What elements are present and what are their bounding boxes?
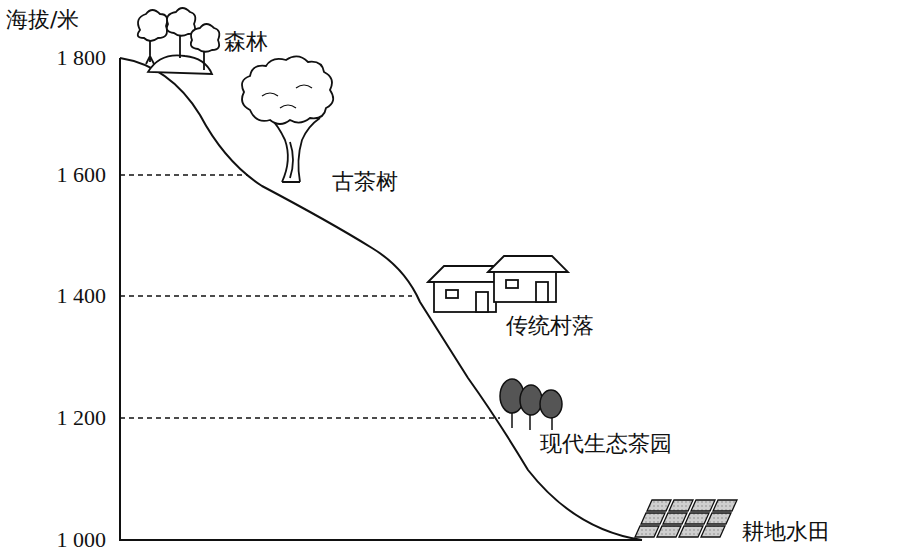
tick-label: 1 800 (57, 47, 107, 69)
tea-garden-icon (500, 379, 562, 430)
paddy-field-icon (635, 500, 737, 537)
paddy-cell (701, 526, 725, 537)
paddy-cell (647, 500, 671, 511)
paddy-cell (691, 500, 715, 511)
village-houses-icon (428, 256, 568, 312)
paddy-cell (641, 513, 665, 524)
tick-label: 1 600 (57, 164, 107, 186)
tick-label: 1 200 (57, 407, 107, 429)
base-line (119, 539, 642, 541)
zone-label: 耕地水田 (742, 521, 830, 543)
altitude-axis (119, 58, 121, 541)
slope-profile (120, 58, 642, 540)
tick-label: 1 400 (57, 285, 107, 307)
zone-label: 古茶树 (332, 171, 398, 193)
paddy-cell (635, 526, 659, 537)
paddy-cell (657, 526, 681, 537)
paddy-cell (707, 513, 731, 524)
tick-label: 1 000 (57, 529, 107, 551)
paddy-cell (663, 513, 687, 524)
forest-icon (138, 8, 220, 74)
zone-label: 森林 (224, 31, 268, 53)
altitude-dashes (120, 175, 500, 418)
zone-label: 现代生态茶园 (540, 433, 672, 455)
axis-title: 海拔/米 (6, 9, 79, 31)
zone-label: 传统村落 (506, 315, 594, 337)
paddy-cell (713, 500, 737, 511)
paddy-cell (679, 526, 703, 537)
paddy-cell (685, 513, 709, 524)
ancient-tea-tree-icon (242, 56, 333, 182)
paddy-cell (669, 500, 693, 511)
